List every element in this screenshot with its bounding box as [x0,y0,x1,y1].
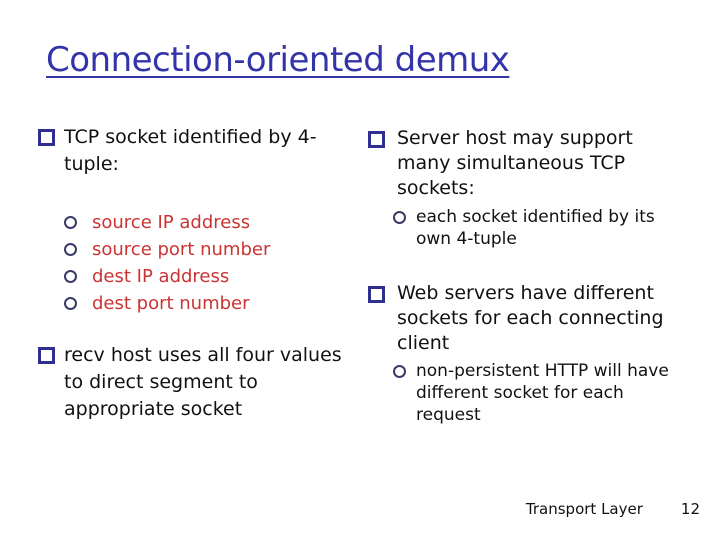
tuple-field-list: source IP address source port number des… [36,209,358,317]
list-item-source-ip: source IP address [36,209,358,236]
bullet-text: recv host uses all four values to direct… [64,344,342,420]
square-bullet-icon [38,347,55,364]
square-bullet-icon [368,286,385,303]
bullet-text: Server host may support many simultaneou… [397,127,633,199]
list-item-text: dest IP address [92,266,230,287]
list-item-text: source port number [92,239,271,260]
circle-bullet-icon [64,297,77,310]
list-item-text: source IP address [92,212,251,233]
list-item-text: dest port number [92,293,250,314]
list-item-dest-port: dest port number [36,290,358,317]
page-number: 12 [680,500,700,518]
circle-bullet-icon [393,211,406,224]
bullet-item-tcp-socket: TCP socket identified by 4-tuple: [36,124,358,178]
list-item-each-socket: each socket identified by its own 4-tupl… [366,206,682,250]
bullet-text: TCP socket identified by 4-tuple: [64,126,317,175]
slide-footer: Transport Layer 12 [526,500,700,518]
bullet-item-web-servers: Web servers have different sockets for e… [366,281,682,356]
list-item-non-persistent-http: non-persistent HTTP will have different … [366,360,682,426]
circle-bullet-icon [64,270,77,283]
circle-bullet-icon [64,243,77,256]
right-column: Server host may support many simultaneou… [366,126,682,426]
footer-label: Transport Layer [525,500,643,518]
circle-bullet-icon [64,216,77,229]
square-bullet-icon [368,131,385,148]
list-item-dest-ip: dest IP address [36,263,358,290]
list-item-text: each socket identified by its own 4-tupl… [416,207,655,249]
bullet-item-server-host: Server host may support many simultaneou… [366,126,682,201]
bullet-text: Web servers have different sockets for e… [397,282,664,354]
circle-bullet-icon [393,365,406,378]
page-title: Connection-oriented demux [46,40,510,80]
bullet-item-recv-host: recv host uses all four values to direct… [36,342,358,423]
square-bullet-icon [38,129,55,146]
list-item-text: non-persistent HTTP will have different … [416,361,669,425]
list-item-source-port: source port number [36,236,358,263]
left-column: TCP socket identified by 4-tuple: source… [36,124,358,423]
